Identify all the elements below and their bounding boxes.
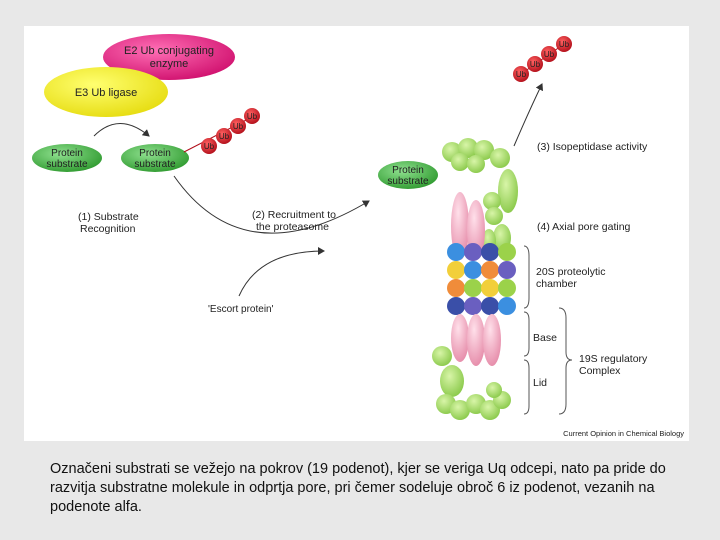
bracket-lid [523, 359, 530, 415]
complex-label-line2: Complex [579, 365, 621, 377]
credit-label: Current Opinion in Chemical Biology [563, 429, 684, 438]
substrate-label-line2: substrate [134, 159, 176, 170]
bracket-base [523, 311, 530, 357]
proteolytic-chamber [447, 243, 516, 315]
substrate-label-line2: substrate [387, 176, 429, 187]
ub-label: Ub [219, 132, 230, 141]
ub-label: Ub [530, 60, 541, 69]
substrate-label-line1: Protein [139, 148, 171, 159]
protein-substrate-ubiquitinated: Protein substrate [121, 144, 189, 172]
ub-chain-attached: Ub Ub Ub Ub [183, 108, 260, 154]
ub-label: Ub [233, 122, 244, 131]
slide-caption: Označeni substrati se vežejo na pokrov (… [50, 461, 666, 515]
complex-label-line1: 19S regulatory [579, 353, 648, 365]
step3-label: (3) Isopeptidase activity [537, 141, 648, 153]
protein-substrate-bound: Protein substrate [378, 161, 438, 189]
step4-label: (4) Axial pore gating [537, 221, 631, 233]
e2-label-line1: E2 Ub conjugating [124, 45, 214, 57]
proteasome [432, 138, 518, 420]
step2-label-line1: (2) Recruitment to [252, 209, 336, 221]
protein-substrate-free: Protein substrate [32, 144, 102, 172]
lid-bottom [432, 346, 511, 420]
e2-label-line2: enzyme [150, 58, 189, 70]
diagram-canvas: E2 Ub conjugating enzyme E3 Ub ligase Pr… [32, 34, 684, 438]
ub-release-arrow [513, 83, 544, 147]
escort-arrow [238, 247, 325, 297]
substrate-label-line2: substrate [46, 159, 88, 170]
chamber-label-line2: chamber [536, 278, 577, 290]
lid-label: Lid [533, 377, 547, 389]
step1-label-line2: Recognition [80, 223, 136, 235]
ub-chain-released: Ub Ub Ub Ub [513, 36, 572, 82]
e2-enzyme: E2 Ub conjugating enzyme [103, 34, 235, 80]
proteasome-diagram: E2 Ub conjugating enzyme E3 Ub ligase Pr… [24, 26, 689, 441]
bracket-complex [558, 307, 573, 415]
recruitment-arrow [173, 175, 370, 234]
lid-top [442, 138, 518, 253]
alpha-ring-bottom [451, 314, 501, 366]
ub-label: Ub [559, 40, 570, 49]
recognition-arrow [93, 123, 150, 137]
chamber-label-line1: 20S proteolytic [536, 266, 605, 278]
step1-label-line1: (1) Substrate [78, 211, 139, 223]
ub-label: Ub [544, 50, 555, 59]
base-label: Base [533, 332, 557, 344]
ub-label: Ub [516, 70, 527, 79]
escort-label: 'Escort protein' [208, 304, 274, 315]
bracket-chamber [523, 245, 530, 309]
ub-label: Ub [204, 142, 215, 151]
step2-label-line2: the proteasome [256, 221, 329, 233]
substrate-label-line1: Protein [392, 165, 424, 176]
substrate-label-line1: Protein [51, 148, 83, 159]
ub-label: Ub [247, 112, 258, 121]
e3-label: E3 Ub ligase [75, 87, 137, 99]
e3-ligase: E3 Ub ligase [44, 67, 168, 117]
